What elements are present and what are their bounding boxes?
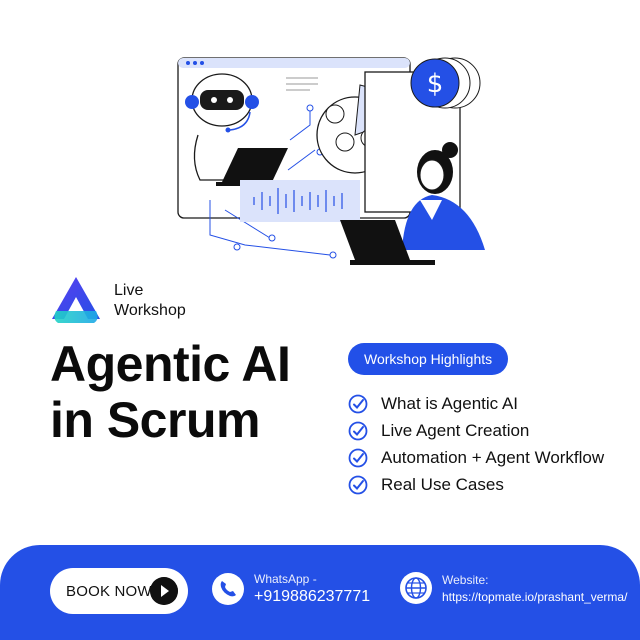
check-circle-icon: [348, 394, 368, 413]
play-arrow-icon: [150, 577, 178, 605]
brand-line-1: Live: [114, 282, 144, 299]
highlights-badge: Workshop Highlights: [348, 343, 509, 375]
phone-icon: [212, 573, 244, 605]
brand-text: Live Workshop: [114, 281, 186, 321]
brand: Live Workshop: [50, 275, 186, 327]
globe-icon: [400, 572, 432, 604]
whatsapp-label: WhatsApp -: [254, 572, 317, 586]
whatsapp-number[interactable]: +919886237771: [254, 588, 371, 605]
title-line-1: Agentic AI: [50, 336, 291, 392]
list-item: Real Use Cases: [348, 471, 604, 498]
robot-illustration-icon: $: [177, 57, 485, 265]
highlight-text: Live Agent Creation: [381, 420, 530, 440]
list-item: What is Agentic AI: [348, 390, 604, 417]
highlights-list: What is Agentic AI Live Agent Creation A…: [348, 390, 604, 498]
highlight-text: Real Use Cases: [381, 474, 504, 494]
whatsapp-contact[interactable]: WhatsApp - +919886237771: [212, 572, 370, 606]
highlight-text: Automation + Agent Workflow: [381, 447, 605, 467]
list-item: Live Agent Creation: [348, 417, 604, 444]
svg-text:$: $: [427, 69, 444, 99]
website-link[interactable]: https://topmate.io/prashant_verma/: [442, 589, 628, 604]
check-circle-icon: [348, 421, 368, 440]
website-label: Website:: [442, 572, 489, 587]
list-item: Automation + Agent Workflow: [348, 444, 604, 471]
brand-logo-icon: [52, 277, 100, 323]
highlight-text: What is Agentic AI: [381, 393, 519, 413]
brand-line-2: Workshop: [114, 302, 186, 319]
check-circle-icon: [348, 448, 368, 467]
book-now-label: BOOK NOW: [66, 582, 152, 600]
page-title: Agentic AI in Scrum: [50, 336, 291, 448]
website-contact[interactable]: Website: https://topmate.io/prashant_ver…: [400, 572, 627, 604]
check-circle-icon: [348, 475, 368, 494]
book-now-button[interactable]: BOOK NOW: [50, 568, 188, 614]
title-line-2: in Scrum: [50, 392, 260, 448]
